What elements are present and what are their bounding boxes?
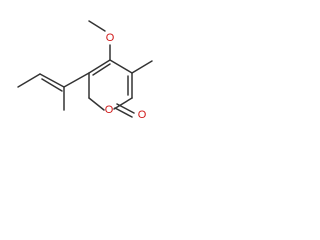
chemical-structure-diagram: O O O xyxy=(17,20,153,121)
structure-canvas: O O O xyxy=(0,0,171,144)
ring-oxygen-label: O xyxy=(105,104,114,116)
bond-ring-c2-o1 xyxy=(88,97,105,111)
bond-c3-methyl xyxy=(131,60,153,74)
bond-c-ethylidene-double-a xyxy=(39,73,65,88)
bond-ring-c6-c5-double xyxy=(88,59,111,74)
carbonyl-oxygen-label: O xyxy=(138,109,147,121)
bond-ring-c3-c2 xyxy=(113,97,133,110)
methoxy-oxygen-label: O xyxy=(106,32,115,44)
bond-c2-carbonyl-a xyxy=(116,103,135,114)
bond-ring-c6-c5-inner xyxy=(92,63,111,76)
bond-ring-c5-c4 xyxy=(109,59,133,74)
bond-chain-to-ring xyxy=(63,72,90,88)
bond-c-ethylidene-terminal xyxy=(17,73,41,88)
bond-c-ethylidene-double-b xyxy=(41,78,63,92)
bond-methoxy-o-ch3 xyxy=(88,20,106,32)
bond-c2-carbonyl-b xyxy=(114,107,133,118)
bond-group xyxy=(17,20,153,118)
